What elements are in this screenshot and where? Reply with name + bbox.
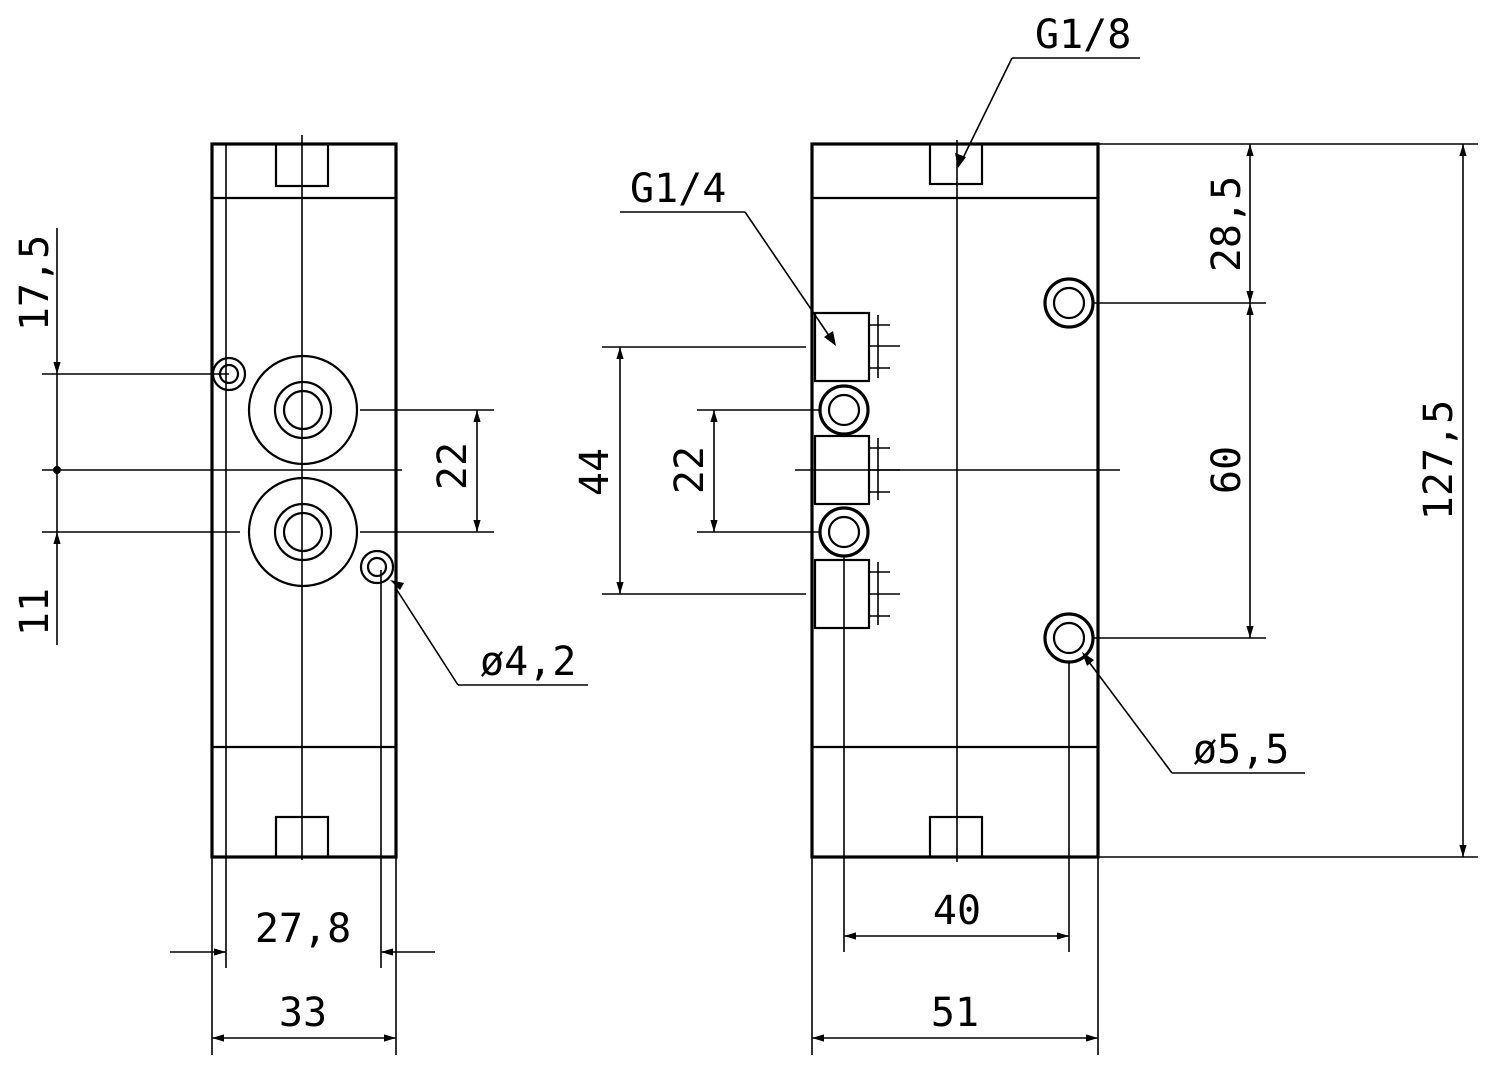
dim-127-5-label: 127,5 [1416,400,1462,520]
leader-hole-4-2-arrow [390,580,404,590]
front-view-top-port [928,142,984,186]
front-view-body-outline [810,142,1100,859]
dim-17-5-label: 17,5 [12,235,58,331]
port-fitting-middle [813,434,900,506]
leader-hole-5-5 [1085,657,1173,774]
dim-60-label: 60 [1204,446,1250,494]
leader-g14 [744,211,833,341]
hole-5-5-label: ø5,5 [1193,727,1289,773]
g14-label: G1/4 [630,166,726,212]
mounting-hole-upper [1043,277,1095,329]
leader-g14-arrow [824,331,836,346]
leader-hole-4-2 [394,586,459,686]
hole-4-2-label: ø4,2 [480,639,576,685]
front-small-port-upper [818,384,870,436]
dim-22-side-label: 22 [430,442,476,490]
leader-g18 [961,57,1013,161]
g18-label: G1/8 [1035,12,1131,58]
dim-27-8-label: 27,8 [255,906,351,952]
dim-11-label: 11 [12,588,58,636]
dim-40-label: 40 [933,888,981,934]
side-view-hole-lower [359,549,395,585]
leader-g18-arrow [955,153,966,168]
side-view-bottom-port [274,815,330,859]
front-view-bottom-port [928,815,984,859]
side-view: 17,5 11 22 ø4,2 27,8 33 [12,135,588,1055]
dim-33-label: 33 [279,990,327,1036]
port-fitting-upper [813,311,900,383]
side-view-body-outline [210,142,398,859]
port-fitting-lower [813,558,900,630]
dim-51-label: 51 [931,990,979,1036]
leader-hole-5-5-arrow [1082,652,1094,666]
side-view-top-port [274,142,330,188]
dim-44-label: 44 [572,448,618,496]
front-small-port-lower [818,506,870,558]
dim-22-front-label: 22 [667,446,713,494]
dim-28-5-label: 28,5 [1204,176,1250,272]
side-view-port-lower [247,476,359,588]
side-view-port-upper [247,354,359,466]
front-view: 28,5 60 127,5 44 22 G1/8 G1/4 ø5,5 40 51 [572,12,1478,1055]
